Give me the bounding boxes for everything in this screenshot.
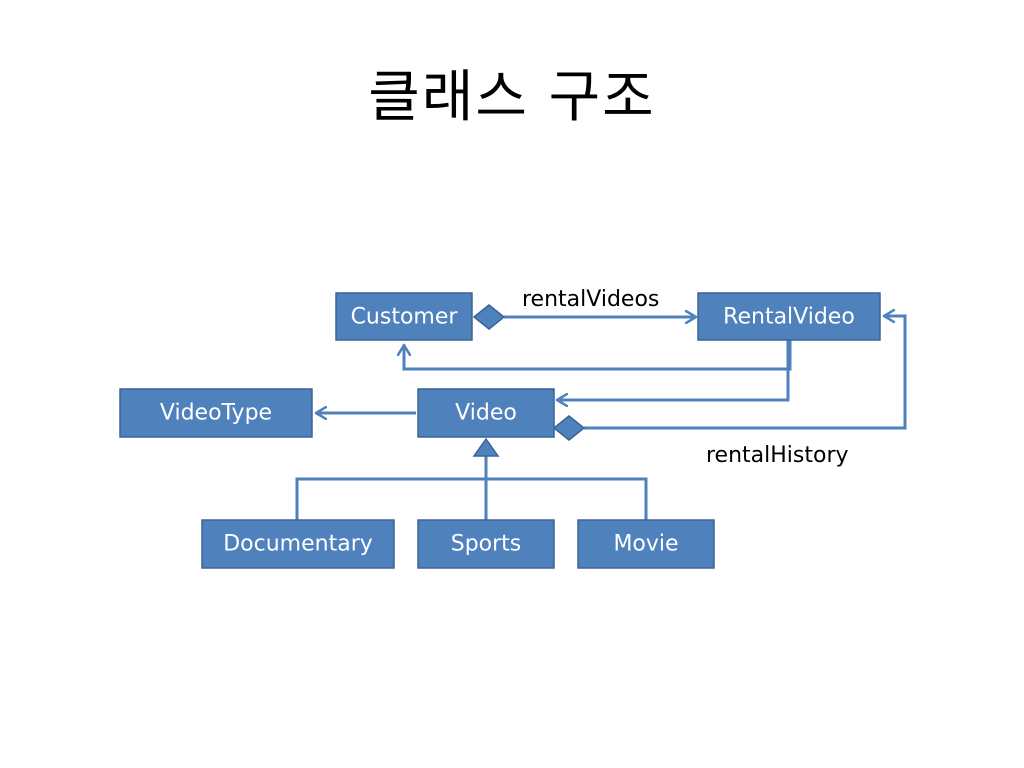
class-sports: Sports — [417, 519, 555, 569]
class-movie-label: Movie — [613, 532, 678, 557]
label-rental-history: rentalHistory — [706, 443, 849, 468]
class-customer: Customer — [335, 292, 473, 341]
class-rentalvideo-label: RentalVideo — [723, 305, 855, 330]
generalization-triangle-icon — [472, 437, 500, 457]
class-documentary: Documentary — [201, 519, 395, 569]
class-video: Video — [417, 388, 555, 438]
class-video-label: Video — [455, 401, 517, 426]
class-rentalvideo: RentalVideo — [697, 292, 881, 341]
class-documentary-label: Documentary — [223, 532, 373, 557]
connector-movie-video — [486, 477, 648, 520]
slide-title: 클래스 구조 — [368, 65, 656, 130]
aggregation-diamond-customer-icon — [472, 304, 506, 330]
aggregation-diamond-video-icon — [552, 415, 586, 441]
class-customer-label: Customer — [351, 305, 459, 330]
class-sports-label: Sports — [451, 532, 522, 557]
connector-video-rentalvideo — [584, 316, 907, 430]
label-rental-videos: rentalVideos — [522, 287, 659, 312]
class-movie: Movie — [577, 519, 715, 569]
connector-rentalvideo-customer — [404, 340, 792, 371]
class-videotype-label: VideoType — [160, 401, 272, 426]
class-videotype: VideoType — [119, 388, 313, 438]
connector-rentalvideo-video — [557, 340, 790, 400]
connector-documentary-video — [295, 477, 486, 520]
